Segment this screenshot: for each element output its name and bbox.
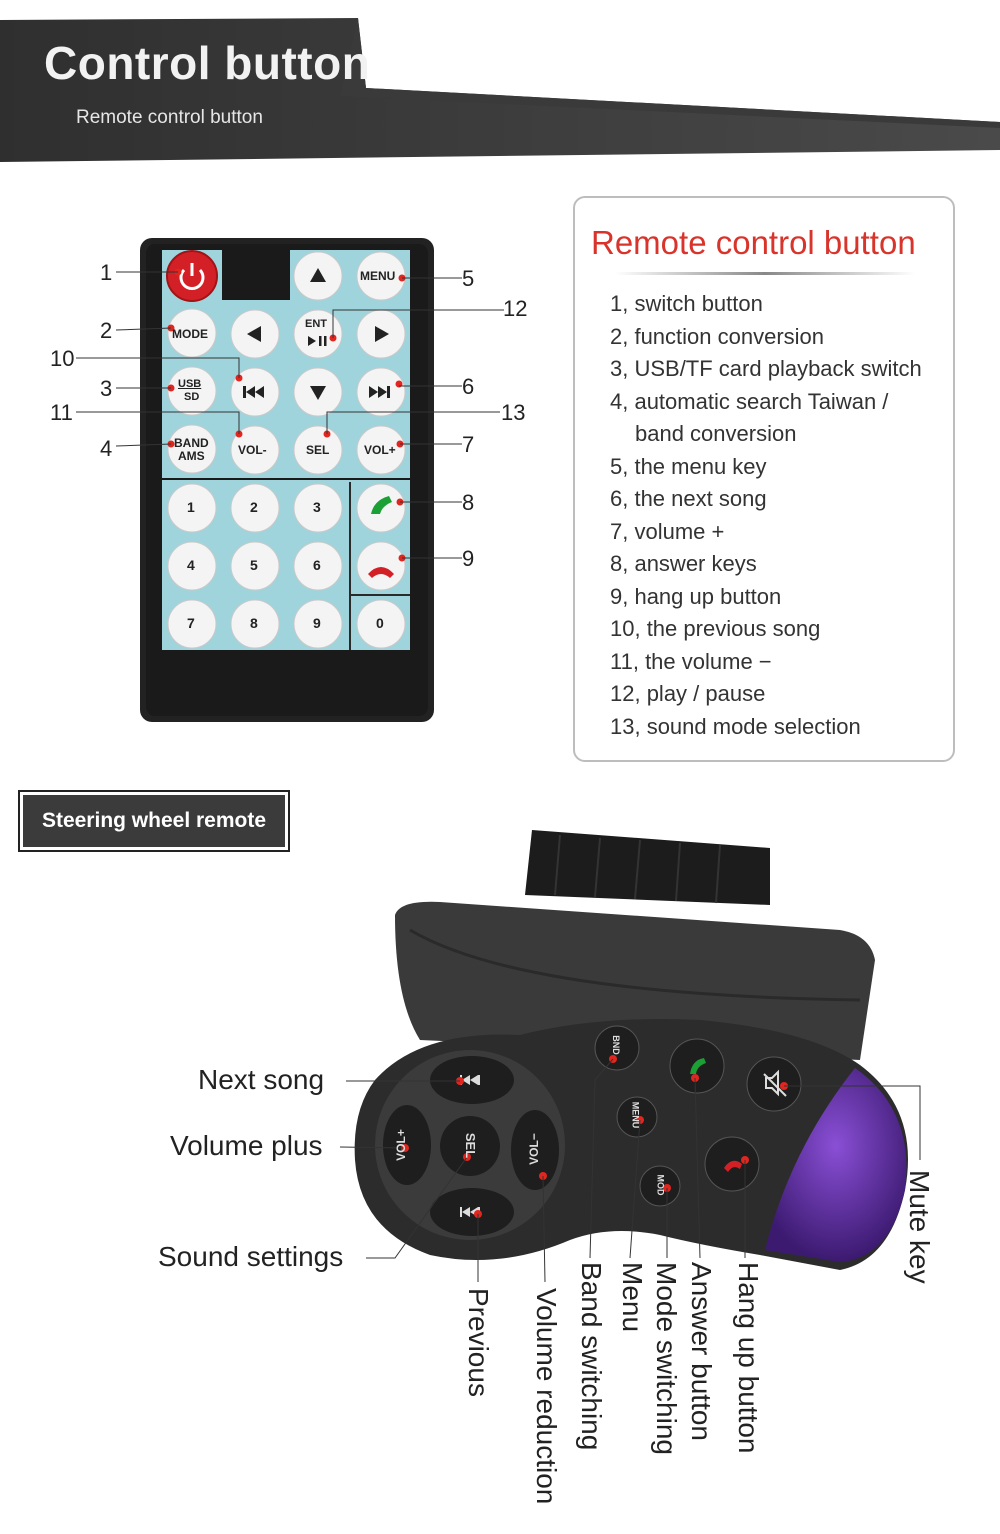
legend-divider: [615, 272, 915, 275]
legend-item: band conversion: [635, 421, 797, 446]
label-volume-reduction: Volume reduction: [531, 1288, 562, 1505]
remote-digit-3[interactable]: 3: [313, 499, 321, 515]
legend-item: 4, automatic search Taiwan /: [610, 388, 889, 414]
legend-item: 12, play / pause: [610, 681, 766, 706]
steer-menu-button[interactable]: MENU: [630, 1101, 641, 1129]
label-hang-up-button: Hang up button: [733, 1262, 764, 1454]
remote-menu-button[interactable]: MENU: [360, 269, 396, 283]
remote-digit-7[interactable]: 7: [187, 615, 195, 631]
label-menu: Menu: [617, 1262, 648, 1333]
remote-digit-8[interactable]: 8: [250, 615, 258, 631]
callout-12: 12: [503, 296, 528, 321]
callout-4: 4: [100, 436, 113, 461]
remote-digit-2[interactable]: 2: [250, 499, 258, 515]
remote-mode-button[interactable]: MODE: [172, 327, 208, 341]
callout-3: 3: [100, 376, 113, 401]
legend-item: 2, function conversion: [610, 323, 825, 349]
legend-list: 1, switch button 2, function conversion …: [610, 288, 955, 743]
remote-usb-button[interactable]: USB: [178, 378, 202, 390]
remote-digit-9[interactable]: 9: [313, 615, 321, 631]
legend-item: 5, the menu key: [610, 453, 767, 479]
steer-mute-button[interactable]: [749, 1058, 799, 1108]
callout-9: 9: [462, 546, 475, 571]
label-volume-plus: Volume plus: [170, 1130, 323, 1161]
legend-item: 3, USB/TF card playback switch: [610, 356, 922, 381]
label-mode-switching: Mode switching: [651, 1262, 682, 1455]
callout-1: 1: [100, 260, 113, 285]
page-title: Control button: [44, 37, 371, 89]
callout-11: 11: [50, 400, 73, 425]
steer-mod-button[interactable]: MOD: [655, 1174, 666, 1196]
legend-item: 13, sound mode selection: [610, 713, 861, 739]
callout-13: 13: [501, 400, 526, 425]
steer-answer-button[interactable]: [672, 1040, 722, 1090]
legend-item: 6, the next song: [610, 486, 767, 511]
remote-digit-6[interactable]: 6: [313, 557, 321, 573]
callout-7: 7: [462, 432, 475, 457]
legend-item: 10, the previous song: [610, 616, 821, 641]
remote-digit-0[interactable]: 0: [376, 615, 384, 631]
remote-sd-label: SD: [184, 391, 200, 403]
header-banner: [0, 0, 1000, 165]
label-band-switching: Band switching: [576, 1262, 607, 1451]
steer-previous-button[interactable]: [432, 1190, 514, 1236]
steer-vol-plus-button[interactable]: VOL+: [393, 1129, 408, 1161]
label-previous: Previous: [463, 1288, 494, 1397]
steer-hangup-button[interactable]: [707, 1138, 757, 1188]
steer-sel-button[interactable]: SEL: [463, 1132, 479, 1159]
callout-6: 6: [462, 374, 475, 399]
remote-band-button[interactable]: BAND: [174, 436, 209, 450]
legend-item: 1, switch button: [610, 291, 763, 316]
callout-2: 2: [100, 318, 113, 343]
callout-8: 8: [462, 490, 475, 515]
callout-10: 10: [50, 346, 75, 371]
label-mute-key: Mute key: [904, 1170, 935, 1284]
remote-vol-minus-button[interactable]: VOL-: [238, 443, 267, 457]
ir-remote-diagram: MENU MODE ENT USB SD BAND AMS VOL- SEL V…: [0, 180, 560, 740]
steer-next-button[interactable]: [432, 1058, 514, 1104]
remote-sel-button[interactable]: SEL: [306, 443, 330, 457]
remote-digit-1[interactable]: 1: [187, 499, 195, 515]
page-subtitle: Remote control button: [76, 107, 263, 128]
section-label-text: Steering wheel remote: [23, 795, 285, 847]
steer-bnd-button[interactable]: BND: [610, 1035, 621, 1055]
legend-item: 9, hang up button: [610, 583, 782, 609]
legend-item: 8, answer keys: [610, 551, 757, 576]
label-answer-button: Answer button: [686, 1262, 717, 1441]
remote-vol-plus-button[interactable]: VOL+: [364, 443, 396, 457]
legend-item: 11, the volume −: [610, 648, 772, 674]
steering-remote-diagram: VOL+ SEL VOL− BND MENU MOD Next song Vol…: [0, 820, 1000, 1534]
section-label-steering: Steering wheel remote: [18, 790, 290, 852]
label-sound-settings: Sound settings: [158, 1241, 344, 1272]
remote-ent-button[interactable]: ENT: [305, 318, 327, 330]
legend-item: 7, volume +: [610, 518, 725, 544]
remote-digit-4[interactable]: 4: [187, 557, 195, 573]
remote-legend-box: Remote control button 1, switch button 2…: [573, 196, 955, 762]
remote-digit-5[interactable]: 5: [250, 557, 258, 573]
callout-5: 5: [462, 266, 475, 291]
legend-title: Remote control button: [591, 224, 916, 261]
remote-ams-label: AMS: [178, 449, 205, 463]
label-next-song: Next song: [198, 1064, 325, 1095]
steer-vol-minus-button[interactable]: VOL−: [526, 1133, 541, 1165]
